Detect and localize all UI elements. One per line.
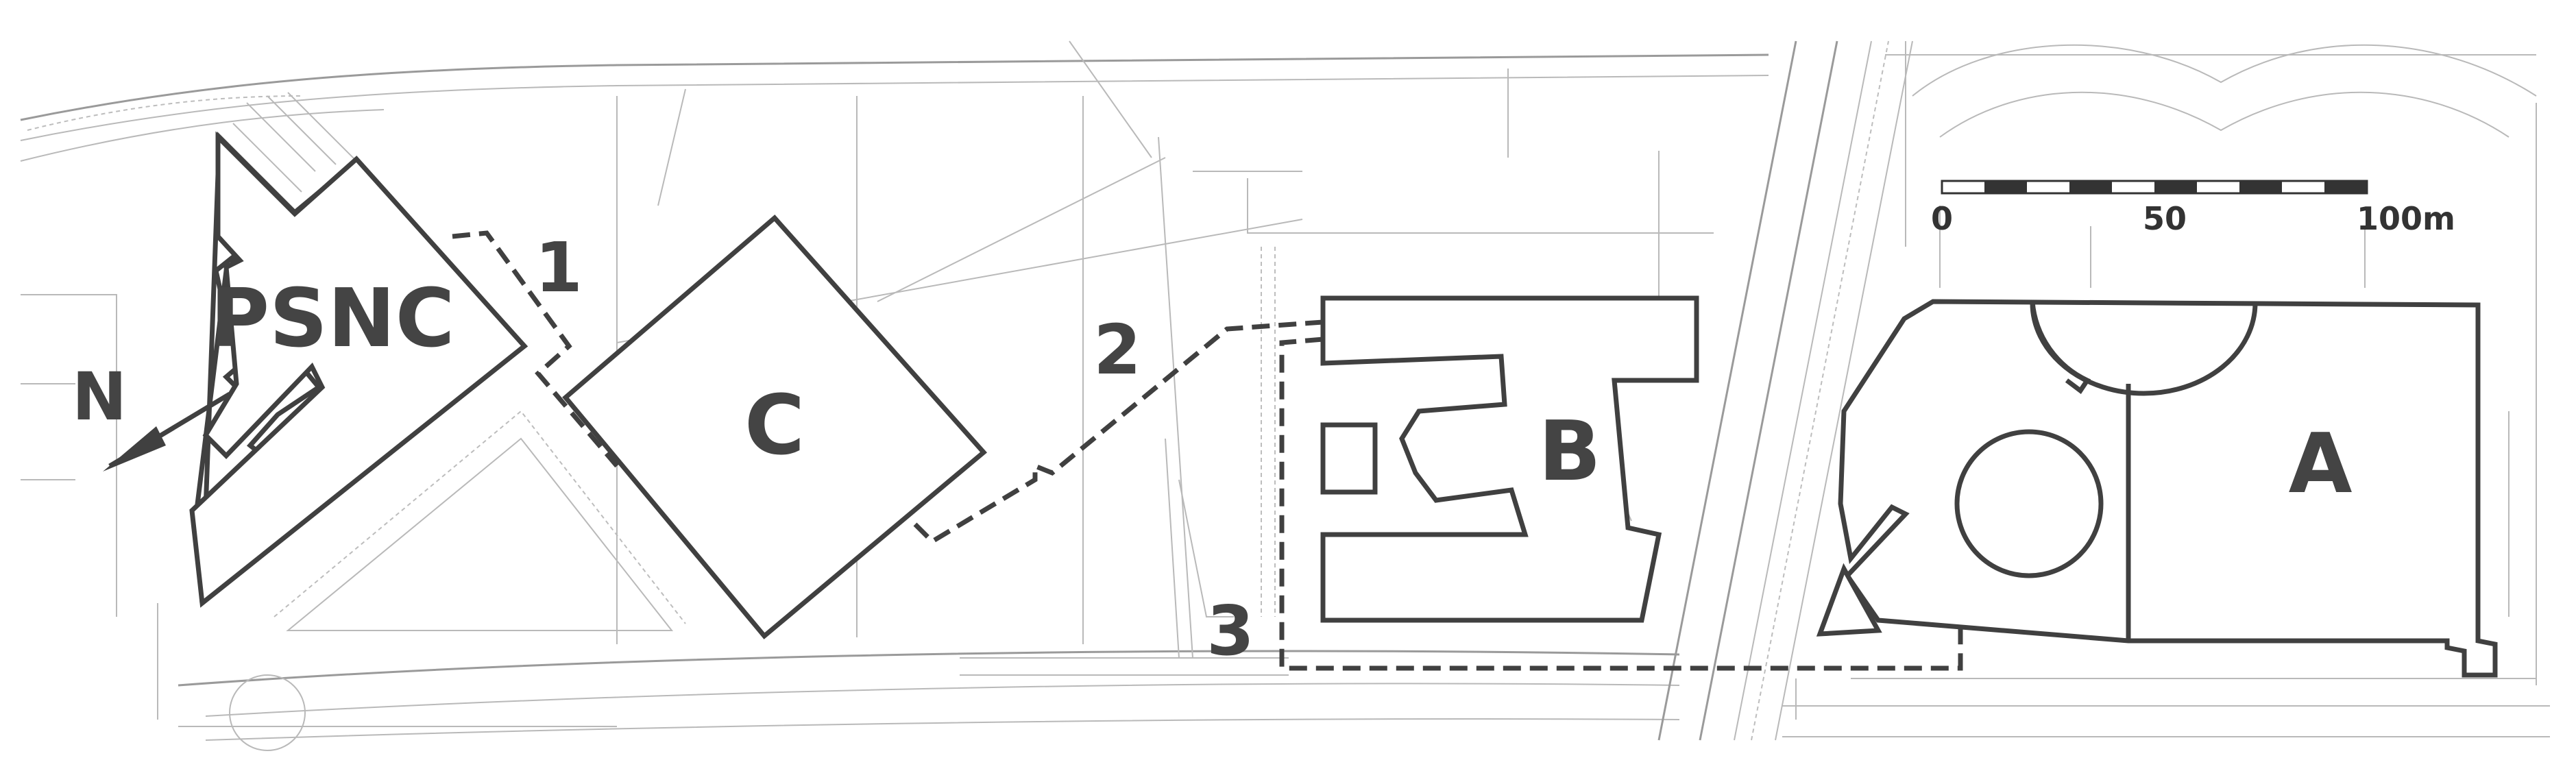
scale-tick-label: 50 bbox=[2143, 200, 2187, 237]
building-c-outline bbox=[562, 215, 988, 639]
scale-bar-segment bbox=[2154, 181, 2197, 193]
path-2-label: 2 bbox=[1093, 310, 1141, 390]
building-psnc-outline bbox=[189, 131, 528, 608]
scale-bar: 0 50 100m bbox=[1931, 180, 2455, 237]
scale-bar-segment bbox=[2324, 181, 2367, 193]
building-psnc: PSNC bbox=[189, 131, 528, 608]
building-c-label: C bbox=[744, 378, 805, 474]
north-label: N bbox=[72, 358, 127, 435]
building-b-courtyard bbox=[1320, 422, 1378, 495]
path-3-label: 3 bbox=[1206, 591, 1254, 671]
building-a-outline bbox=[1838, 299, 2498, 678]
background-linework bbox=[20, 40, 2550, 751]
building-a: A bbox=[1816, 299, 2498, 678]
building-a-circle bbox=[1954, 429, 2104, 578]
arrow-head-icon bbox=[103, 426, 166, 472]
scale-bar-segment bbox=[1984, 181, 2027, 193]
building-psnc-label: PSNC bbox=[210, 271, 455, 365]
scale-tick-label: 100m bbox=[2357, 200, 2455, 237]
building-c: C bbox=[562, 215, 988, 639]
building-b-label: B bbox=[1538, 404, 1601, 500]
connecting-paths: 1 2 3 bbox=[452, 228, 1963, 671]
building-a-label: A bbox=[2289, 417, 2353, 512]
north-arrow: N bbox=[72, 358, 231, 472]
path-1 bbox=[452, 230, 619, 468]
scale-tick-label: 0 bbox=[1931, 200, 1953, 237]
path-1-label: 1 bbox=[535, 228, 583, 308]
building-b: B bbox=[1320, 295, 1699, 623]
scale-bar-segment bbox=[2069, 181, 2112, 193]
building-a-rotunda bbox=[2030, 302, 2258, 396]
scale-bar-segment bbox=[2239, 181, 2282, 193]
building-b-outline bbox=[1320, 295, 1699, 623]
building-a-annex bbox=[1816, 563, 1882, 637]
path-3 bbox=[1279, 336, 1963, 671]
path-2 bbox=[913, 319, 1324, 545]
